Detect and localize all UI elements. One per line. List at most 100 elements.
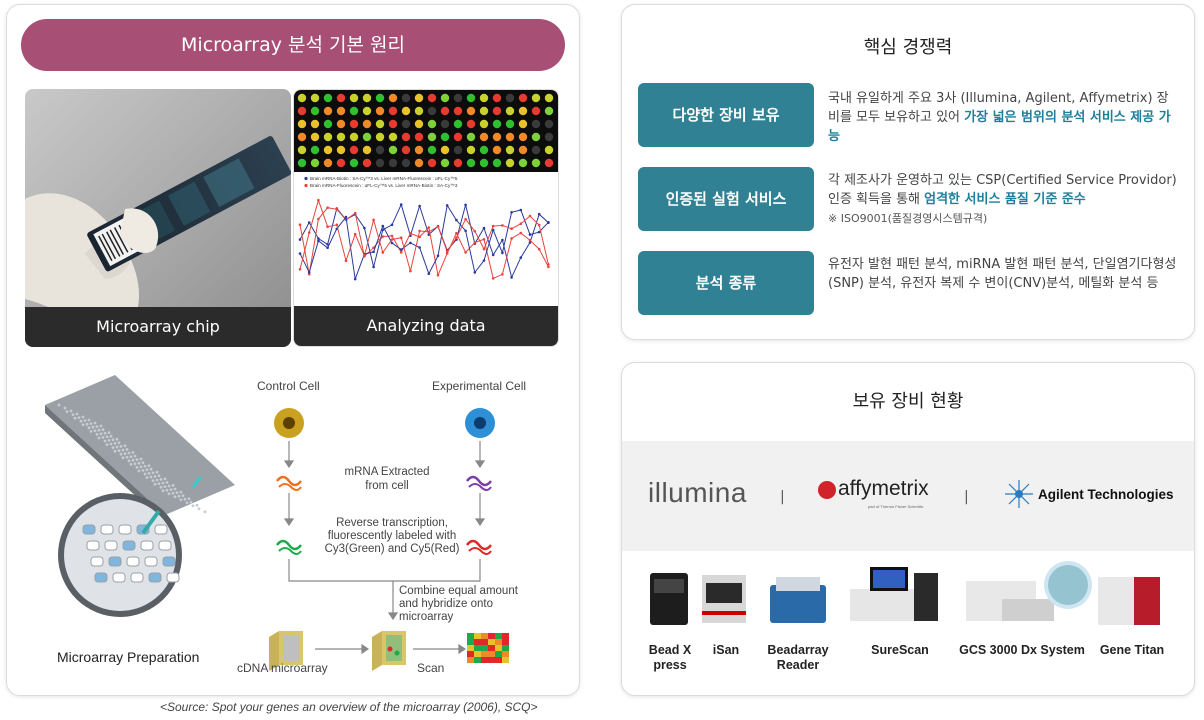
plot-point xyxy=(399,248,403,251)
separator-1: | xyxy=(780,489,785,505)
plot-point xyxy=(326,225,329,228)
plot-point xyxy=(510,276,513,279)
scan-label: Scan xyxy=(417,661,445,675)
microarray-principle-panel: Microarray 분석 기본 원리 xyxy=(6,4,580,696)
device-label-surescan: SureScan xyxy=(871,643,929,657)
source-citation: <Source: Spot your genes an overview of … xyxy=(160,700,538,714)
plot-point xyxy=(418,246,421,249)
plot-point xyxy=(464,217,467,221)
preparation-label: Microarray Preparation xyxy=(57,649,200,665)
plot-point xyxy=(363,226,366,230)
plot-point xyxy=(363,254,366,258)
desc-certified-text: 각 제조사가 운영하고 있는 CSP(Certified Service Pro… xyxy=(828,173,1177,207)
plot-point xyxy=(519,208,523,212)
plot-point xyxy=(436,273,440,277)
plot-point xyxy=(491,228,495,232)
plot-point xyxy=(344,215,348,219)
plot-point xyxy=(326,206,329,209)
plot-point xyxy=(501,251,504,255)
reverse-transcription-label: Reverse transcription, fluorescently lab… xyxy=(324,517,460,555)
plot-point xyxy=(317,198,320,202)
plot-line xyxy=(299,198,549,272)
plot-point xyxy=(353,211,357,215)
analyzing-data-image: Brain mRNA-Biotin : SA-Cy™3 vs. Liver mR… xyxy=(293,89,559,347)
microarray-chip-image: Microarray chip xyxy=(25,89,291,347)
legend-series-1: Brain mRNA-Biotin : SA-Cy™3 vs. Liver mR… xyxy=(310,176,458,181)
plot-point xyxy=(298,268,302,271)
plot-point xyxy=(427,226,431,229)
plot-point xyxy=(510,237,513,240)
mrna-extracted-label: mRNA Extracted from cell xyxy=(344,466,430,492)
plot-point xyxy=(519,231,523,235)
gcs3000-device xyxy=(966,561,1092,621)
plot-point xyxy=(473,229,477,233)
analysis-caption: Analyzing data xyxy=(294,306,558,346)
surescan-device xyxy=(850,567,938,621)
badge-equipment: 다양한 장비 보유 xyxy=(638,83,814,147)
affymetrix-dot-icon xyxy=(818,481,836,499)
equipment-title: 보유 장비 현황 xyxy=(852,391,964,412)
panel-title: Microarray 분석 기본 원리 xyxy=(21,19,565,71)
plot-point xyxy=(528,233,532,236)
plot-point xyxy=(298,223,302,226)
device-label-bead-xpress: Bead X press xyxy=(648,643,692,672)
plot-point xyxy=(418,235,421,239)
plot-point xyxy=(501,224,504,227)
badge-certified: 인증된 실험 서비스 xyxy=(638,167,814,231)
plot-point xyxy=(298,238,302,241)
plot-point xyxy=(455,231,458,235)
plot-point xyxy=(547,265,550,269)
plot-point xyxy=(547,263,550,266)
isan-device xyxy=(702,575,746,623)
plot-point xyxy=(427,272,431,275)
plot-point xyxy=(491,224,495,228)
plot-point xyxy=(326,246,329,250)
vendor-logo-band: illumina | affymetrix part of Thermo Fis… xyxy=(622,441,1194,551)
plot-point xyxy=(390,238,394,241)
plot-point xyxy=(537,230,541,234)
badge-analysis-types: 분석 종류 xyxy=(638,251,814,315)
plot-point xyxy=(399,251,403,254)
desc-equipment: 국내 유일하게 주요 3사 (Illumina, Agilent, Affyme… xyxy=(828,89,1178,146)
plot-point xyxy=(482,238,486,241)
process-diagram xyxy=(269,408,509,671)
plot-point xyxy=(528,214,532,218)
plot-point xyxy=(372,218,375,222)
plot-point xyxy=(464,229,467,233)
plot-point xyxy=(528,241,532,244)
analysis-figure: Brain mRNA-Biotin : SA-Cy™3 vs. Liver mR… xyxy=(294,90,558,308)
plot-point xyxy=(427,230,431,234)
desc-certified-highlight: 엄격한 서비스 품질 기준 준수 xyxy=(924,192,1086,207)
device-images xyxy=(650,561,1160,625)
agilent-spark-icon xyxy=(1005,480,1033,508)
plot-point xyxy=(399,203,403,206)
plot-point xyxy=(482,247,486,251)
plot-point xyxy=(317,237,320,240)
plot-point xyxy=(501,273,504,276)
chip-photo xyxy=(25,89,291,347)
plot-point xyxy=(537,223,541,227)
plot-point xyxy=(445,204,449,207)
microarray-preparation-illustration xyxy=(45,375,235,617)
desc-certified: 각 제조사가 운영하고 있는 CSP(Certified Service Pro… xyxy=(828,171,1178,228)
plot-point xyxy=(317,239,320,243)
plot-point xyxy=(381,235,385,238)
plot-point xyxy=(547,221,550,224)
plot-point xyxy=(307,272,311,276)
plot-point xyxy=(491,277,495,280)
plot-point xyxy=(510,227,513,230)
plot-point xyxy=(335,208,339,211)
plot-point xyxy=(464,203,467,207)
gene-titan-device xyxy=(1098,577,1160,625)
plot-point xyxy=(464,251,467,254)
separator-2: | xyxy=(964,489,969,505)
control-cell-label: Control Cell xyxy=(257,379,320,393)
plot-point xyxy=(307,271,311,274)
plot-point xyxy=(537,212,541,216)
plot-point xyxy=(473,271,477,274)
plot-point xyxy=(307,221,311,224)
plot-point xyxy=(510,211,513,214)
plot-point xyxy=(381,224,385,228)
desc-equipment-text: 국내 유일하게 주요 3사 (Illumina, Agilent, Affyme… xyxy=(828,91,1169,125)
plot-point xyxy=(436,254,440,258)
